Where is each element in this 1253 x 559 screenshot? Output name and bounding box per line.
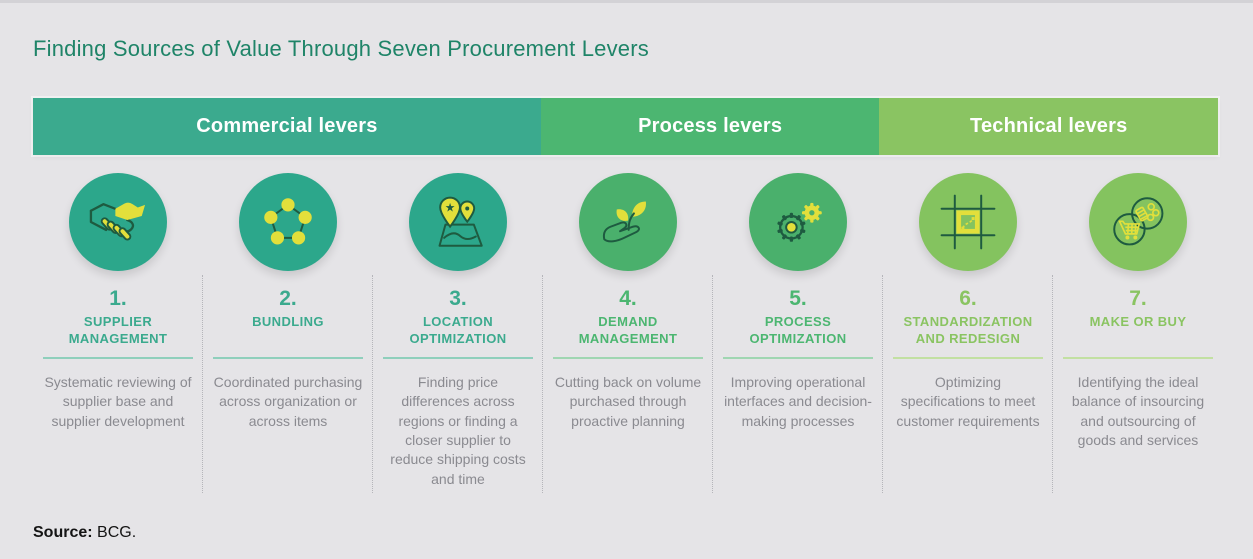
category-technical-levers: Technical levers xyxy=(879,98,1219,155)
source-value: BCG. xyxy=(97,524,137,541)
lever-title: STANDARDIZATION AND REDESIGN xyxy=(903,314,1033,346)
lever-column-demand-management: 4. DEMAND MANAGEMENT Cutting back on vol… xyxy=(542,163,713,503)
icon-circle xyxy=(919,173,1017,271)
category-label: Process levers xyxy=(638,115,783,137)
lever-description: Systematic reviewing of supplier base an… xyxy=(44,374,192,429)
lever-underline xyxy=(43,357,193,359)
lever-number: 6. xyxy=(959,287,977,310)
lever-title: BUNDLING xyxy=(252,314,324,329)
lever-number: 4. xyxy=(619,287,637,310)
icon-circle xyxy=(579,173,677,271)
lever-column-standardization-redesign: 6. STANDARDIZATION AND REDESIGN Optimizi… xyxy=(882,163,1053,503)
lever-title: SUPPLIER MANAGEMENT xyxy=(68,314,168,346)
icon-circle xyxy=(409,173,507,271)
lever-underline xyxy=(383,357,533,359)
lever-description: Finding price differences across regions… xyxy=(390,374,526,487)
icon-circle xyxy=(69,173,167,271)
lever-column-process-optimization: 5. PROCESS OPTIMIZATION Improving operat… xyxy=(712,163,883,503)
lever-underline xyxy=(723,357,873,359)
source-note: Source: BCG. xyxy=(33,524,136,542)
lever-number: 1. xyxy=(109,287,127,310)
levers-grid: 1. SUPPLIER MANAGEMENT Systematic review… xyxy=(33,163,1218,503)
lever-description: Optimizing specifications to meet custom… xyxy=(896,374,1040,429)
page-title: Finding Sources of Value Through Seven P… xyxy=(33,35,649,61)
gears-icon xyxy=(765,189,831,255)
handshake-icon xyxy=(85,189,151,255)
crop-frame-icon xyxy=(935,189,1001,255)
lever-title: DEMAND MANAGEMENT xyxy=(578,314,678,346)
lever-column-make-or-buy: 7. MAKE OR BUY Identifying the ideal bal… xyxy=(1052,163,1223,503)
lever-number: 5. xyxy=(789,287,807,310)
lever-description: Cutting back on volume purchased through… xyxy=(554,374,702,429)
icon-circle xyxy=(239,173,337,271)
lever-underline xyxy=(1063,357,1213,359)
category-commercial-levers: Commercial levers xyxy=(33,98,541,155)
lever-description: Coordinated purchasing across organizati… xyxy=(213,374,363,429)
map-pins-icon xyxy=(425,189,491,255)
lever-underline xyxy=(213,357,363,359)
lever-description: Identifying the ideal balance of insourc… xyxy=(1071,374,1205,448)
cart-coins-icon xyxy=(1105,189,1171,255)
category-process-levers: Process levers xyxy=(540,98,880,155)
icon-circle xyxy=(1089,173,1187,271)
lever-column-supplier-management: 1. SUPPLIER MANAGEMENT Systematic review… xyxy=(33,163,203,503)
lever-title: LOCATION OPTIMIZATION xyxy=(409,314,507,346)
network-pentagon-icon xyxy=(255,189,321,255)
icon-circle xyxy=(749,173,847,271)
lever-title: MAKE OR BUY xyxy=(1089,314,1187,329)
hand-sprout-icon xyxy=(595,189,661,255)
lever-description: Improving operational interfaces and dec… xyxy=(724,374,872,429)
category-label: Technical levers xyxy=(970,115,1128,137)
lever-number: 2. xyxy=(279,287,297,310)
category-label: Commercial levers xyxy=(196,115,378,137)
lever-title: PROCESS OPTIMIZATION xyxy=(749,314,847,346)
lever-number: 3. xyxy=(449,287,467,310)
category-bar: Commercial levers Process levers Technic… xyxy=(33,98,1219,155)
lever-column-location-optimization: 3. LOCATION OPTIMIZATION Finding price d… xyxy=(372,163,543,503)
lever-column-bundling: 2. BUNDLING Coordinated purchasing acros… xyxy=(202,163,373,503)
lever-underline xyxy=(553,357,703,359)
lever-underline xyxy=(893,357,1043,359)
source-label: Source: xyxy=(33,524,93,541)
lever-number: 7. xyxy=(1129,287,1147,310)
